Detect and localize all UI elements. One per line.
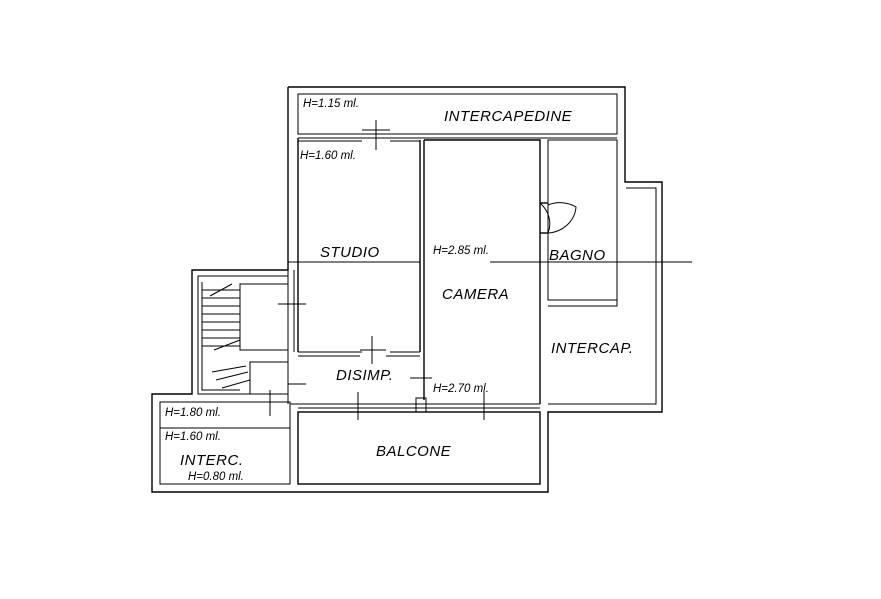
section-lines [269,120,692,420]
height-labels: H=1.15 ml. H=1.60 ml. H=2.85 ml. H=2.70 … [165,98,489,483]
height-label-interc-bottom: H=0.80 ml. [188,471,244,483]
height-label-intercapedine: H=1.15 ml. [303,98,359,110]
height-label-interc-mid: H=1.60 ml. [165,431,221,443]
stair-treads [202,283,251,389]
room-label-balcone: BALCONE [376,443,452,460]
room-label-bagno: BAGNO [549,247,606,264]
height-label-disimp: H=2.70 ml. [433,383,489,395]
room-label-camera: CAMERA [442,286,509,303]
walls [151,86,663,493]
height-label-studio: H=1.60 ml. [300,150,356,162]
room-labels: INTERCAPEDINE STUDIO CAMERA BAGNO INTERC… [180,108,634,469]
room-label-studio: STUDIO [320,244,380,261]
room-label-intercap: INTERCAP. [551,340,634,357]
room-label-intercapedine: INTERCAPEDINE [444,108,573,125]
room-label-interc: INTERC. [180,452,244,469]
room-label-disimp: DISIMP. [336,367,393,384]
height-label-camera: H=2.85 ml. [433,245,489,257]
door-swing-bagno [539,202,577,234]
height-label-interc-top: H=1.80 ml. [165,407,221,419]
